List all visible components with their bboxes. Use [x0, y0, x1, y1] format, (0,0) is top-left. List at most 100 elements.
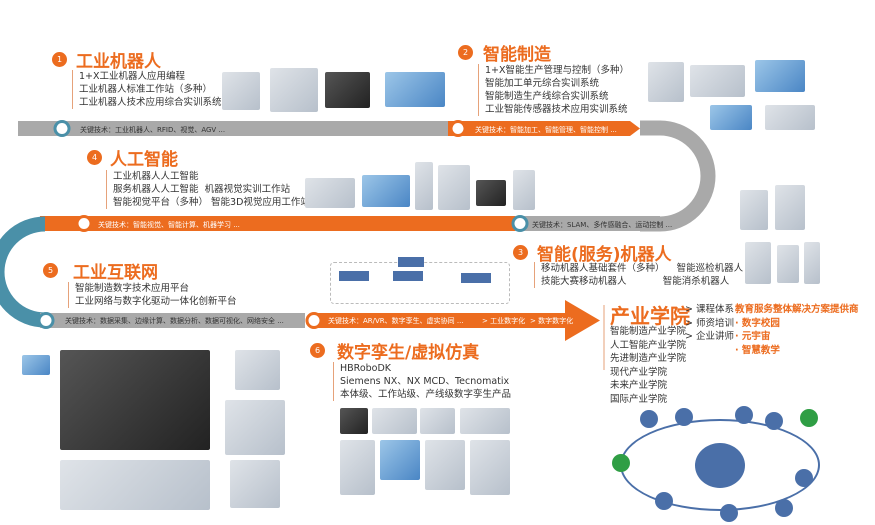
product-image — [476, 180, 506, 206]
item: 工业机器人技术应用综合实训系统 — [79, 97, 222, 108]
road-row3-gray — [40, 313, 305, 328]
road-row1-gray — [18, 121, 448, 136]
step-badge: 3 — [513, 245, 528, 260]
cloud-icon — [22, 355, 50, 375]
step-badge: 6 — [310, 343, 325, 358]
road-left-curve — [0, 216, 46, 328]
college: 现代产业学院 — [610, 366, 668, 378]
section-title: 工业互联网 — [73, 263, 158, 283]
product-image — [755, 60, 805, 92]
platform-diagram — [330, 257, 510, 304]
section-items: 工业机器人人工智能 服务机器人人工智能 机器视觉实训工作站 智能视觉平台（多种）… — [106, 170, 310, 209]
road-row3-arrow — [310, 300, 600, 341]
section-items: HBRoboDK Siemens NX、NX MCD、Tecnomatix 本体… — [333, 362, 511, 401]
ecosystem-node — [655, 492, 673, 510]
solution-title: 教育服务整体解决方案提供商 — [735, 304, 859, 315]
college: 未来产业学院 — [610, 380, 668, 391]
section-items: 1+X工业机器人应用编程 工业机器人标准工作站（多种） 工业机器人技术应用综合实… — [72, 70, 222, 109]
ecosystem-node — [640, 410, 658, 428]
step-badge: 4 — [87, 150, 102, 165]
section-title: 智能制造 — [483, 45, 551, 65]
ecosystem-node — [675, 408, 693, 426]
college: 人工智能产业学院 — [610, 339, 687, 351]
gear-icon — [75, 215, 93, 232]
dashboard-image — [60, 460, 210, 510]
item: 智能消杀机器人 — [662, 276, 730, 287]
item: 智能巡检机器人 — [676, 263, 744, 274]
robot-image — [804, 242, 820, 284]
solution: · 智慧教学 — [735, 344, 780, 356]
item: 工业网络与数字化驱动一体化创新平台 — [75, 296, 237, 307]
item: 本体级、工作站级、产线级数字孪生产品 — [340, 389, 512, 400]
product-image — [372, 408, 417, 434]
ecosystem-node — [735, 406, 753, 424]
college: 国际产业学院 — [610, 393, 668, 405]
service: > 企业讲师 — [685, 331, 734, 342]
key-tech: 关键技术：AR/VR、数字孪生、虚实协同 ... — [328, 317, 464, 325]
item: 智能加工单元综合实训系统 — [485, 78, 600, 89]
section-items: 移动机器人基础套件（多种） 智能巡检机器人 技能大赛移动机器人 智能消杀机器人 — [534, 262, 743, 288]
item: Siemens NX、NX MCD、Tecnomatix — [340, 376, 510, 387]
key-tech: 关键技术：智能加工、智能管理、智能控制 ... — [475, 126, 617, 134]
college-list: 智能制造产业学院 人工智能产业学院 先进制造产业学院 现代产业学院 未来产业学院… — [610, 325, 686, 406]
item: 智能视觉平台（多种） — [113, 197, 209, 208]
product-image — [460, 408, 510, 434]
gear-icon — [305, 312, 323, 329]
product-image — [380, 440, 420, 480]
key-tech: 关键技术：SLAM、多传感融合、运动控制 ... — [532, 221, 673, 229]
product-image — [270, 68, 318, 112]
product-image — [340, 408, 368, 434]
step-badge: 5 — [43, 263, 58, 278]
robot-image — [775, 185, 805, 230]
product-image — [362, 175, 410, 207]
gear-icon — [37, 312, 55, 329]
product-image — [235, 350, 280, 390]
solution: · 数字校园 — [735, 317, 780, 329]
item: 智能3D视觉应用工作站 — [211, 197, 310, 208]
ecosystem-node — [720, 504, 738, 522]
section-items: 1+X智能生产管理与控制（多种） 智能加工单元综合实训系统 智能制造生产线综合实… — [478, 64, 629, 116]
dashboard-image — [60, 350, 210, 450]
product-image — [690, 65, 745, 97]
section-title: 工业机器人 — [76, 52, 161, 72]
ecosystem-node — [612, 454, 630, 472]
item: 智能制造生产线综合实训系统 — [485, 91, 609, 102]
product-image — [648, 62, 684, 102]
item: 技能大赛移动机器人 — [541, 276, 627, 287]
ecosystem-node — [775, 499, 793, 517]
product-image — [765, 105, 815, 130]
ecosystem-node — [765, 412, 783, 430]
road-right-curve — [640, 120, 716, 232]
key-tech: 关键技术：工业机器人、RFID、视觉、AGV ... — [80, 126, 226, 134]
robot-image — [777, 245, 799, 283]
product-image — [415, 162, 433, 210]
item: 工业智能传感器技术应用实训系统 — [485, 104, 628, 115]
arrow-tag: > 工业数字化 — [482, 317, 526, 325]
arrow-tag: > 数字数字化 — [530, 317, 574, 325]
section-title: 数字孪生/虚拟仿真 — [337, 343, 480, 363]
item: 服务机器人人工智能 — [113, 184, 199, 195]
service-list: > 课程体系 > 师资培训 > 企业讲师 — [685, 303, 734, 344]
service: > 师资培训 — [685, 317, 734, 329]
item: 1+X工业机器人应用编程 — [79, 71, 186, 82]
product-image — [470, 440, 510, 495]
item: 1+X智能生产管理与控制（多种） — [485, 65, 630, 76]
step-badge: 2 — [458, 45, 473, 60]
gear-icon — [511, 215, 529, 232]
item: HBRoboDK — [340, 363, 392, 374]
item: 智能制造数字技术应用平台 — [75, 283, 190, 294]
robot-image — [740, 190, 768, 230]
gear-icon — [53, 120, 71, 137]
product-image — [513, 170, 535, 210]
key-tech: 关键技术：智能视觉、智能计算、机器学习 ... — [98, 221, 240, 229]
road-row2-orange — [40, 216, 515, 231]
ecosystem-center — [695, 443, 745, 488]
academy-title: 产业学院 — [610, 304, 690, 328]
product-image — [425, 440, 465, 490]
robot-image — [745, 242, 771, 284]
key-tech: 关键技术：数据采集、边缘计算、数据分析、数据可视化、网络安全 ... — [65, 317, 284, 325]
product-image — [385, 72, 445, 107]
item: 机器视觉实训工作站 — [204, 184, 291, 195]
section-title: 人工智能 — [110, 150, 178, 170]
college: 智能制造产业学院 — [610, 326, 687, 337]
